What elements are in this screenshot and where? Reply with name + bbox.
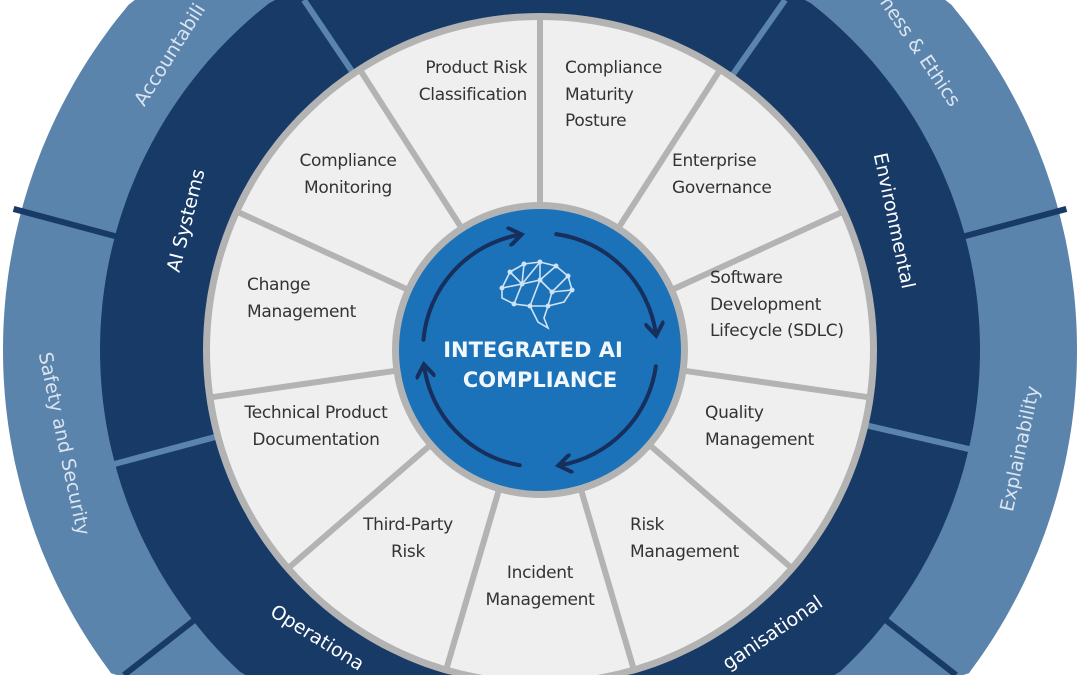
outer-ring-divider xyxy=(12,206,120,241)
outer-ring-divider xyxy=(122,616,199,675)
center-title-line1: INTEGRATED AI xyxy=(443,338,623,362)
segment-label-line: Management xyxy=(705,429,814,450)
arrow-top-left xyxy=(421,235,519,342)
segment-label-line: Management xyxy=(630,541,739,562)
segment-label-line: Management xyxy=(247,301,356,322)
segment-divider xyxy=(442,483,504,673)
brain-network-icon xyxy=(499,259,575,330)
segment-third-party-risk: Third-Party Risk xyxy=(340,512,476,565)
arrow-bottom-left xyxy=(424,366,522,468)
circular-arrows-icon xyxy=(423,234,655,465)
segment-label-line: Third-Party xyxy=(363,515,453,535)
segment-label-line: Documentation xyxy=(252,429,380,450)
segment-divider xyxy=(576,483,638,673)
segment-change-management: Change Management xyxy=(247,272,356,325)
segment-label-line: Technical Product xyxy=(244,403,388,423)
segment-label-line: Posture xyxy=(565,111,627,131)
segment-label-line: Quality xyxy=(705,403,764,423)
segment-divider xyxy=(284,439,437,572)
center-title-line2: COMPLIANCE xyxy=(463,368,617,392)
segment-quality-management: Quality Management xyxy=(705,400,814,453)
dimension-ring-divider xyxy=(112,433,218,468)
dimension-ring-divider xyxy=(301,0,356,74)
segment-label-line: Software xyxy=(710,268,783,288)
segment-label-line: Compliance xyxy=(299,151,397,171)
segment-label-line: Incident xyxy=(506,563,574,583)
segment-label-line: Enterprise xyxy=(672,151,757,171)
segment-label-line: Compliance xyxy=(565,58,663,78)
segment-product-risk-classification: Product Risk Classification xyxy=(400,55,528,108)
segment-divider xyxy=(356,66,467,234)
segment-risk-management: Risk Management xyxy=(630,512,739,565)
segment-divider xyxy=(678,366,873,401)
segment-label-line: Management xyxy=(485,589,595,610)
segment-compliance-monitoring: Compliance Monitoring xyxy=(278,148,418,201)
segment-label-line: Development xyxy=(710,294,822,315)
arrow-bottom-right xyxy=(560,364,658,465)
segment-incident-management: Incident Management xyxy=(460,560,620,613)
segment-divider xyxy=(613,66,724,234)
outer-ring-divider xyxy=(960,206,1068,241)
segment-divider xyxy=(207,366,402,401)
segment-sdlc: Software Development Lifecycle (SDLC) xyxy=(710,265,844,345)
dimension-ring-divider xyxy=(729,0,788,78)
segment-technical-product-documentation: Technical Product Documentation xyxy=(226,400,406,453)
segment-label-line: Classification xyxy=(418,84,528,105)
segment-label-line: Maturity xyxy=(565,84,634,105)
dimension-ring-divider xyxy=(865,422,972,453)
segment-compliance-maturity-posture: Compliance Maturity Posture xyxy=(565,55,662,135)
segment-label-line: Monitoring xyxy=(304,177,392,198)
segment-label-line: Governance xyxy=(672,177,772,198)
center-circle xyxy=(399,209,681,491)
segment-label-line: Change xyxy=(247,275,311,295)
segment-divider xyxy=(643,439,796,572)
segment-enterprise-governance: Enterprise Governance xyxy=(672,148,772,201)
segment-divider xyxy=(234,208,414,295)
arrow-top-right xyxy=(554,232,656,334)
outer-ring-divider xyxy=(881,616,958,675)
segment-label-line: Lifecycle (SDLC) xyxy=(710,321,844,341)
segment-label-line: Product Risk xyxy=(425,58,527,78)
segment-divider xyxy=(666,208,846,295)
segment-label-line: Risk xyxy=(390,541,426,562)
segment-label-line: Risk xyxy=(630,515,665,535)
